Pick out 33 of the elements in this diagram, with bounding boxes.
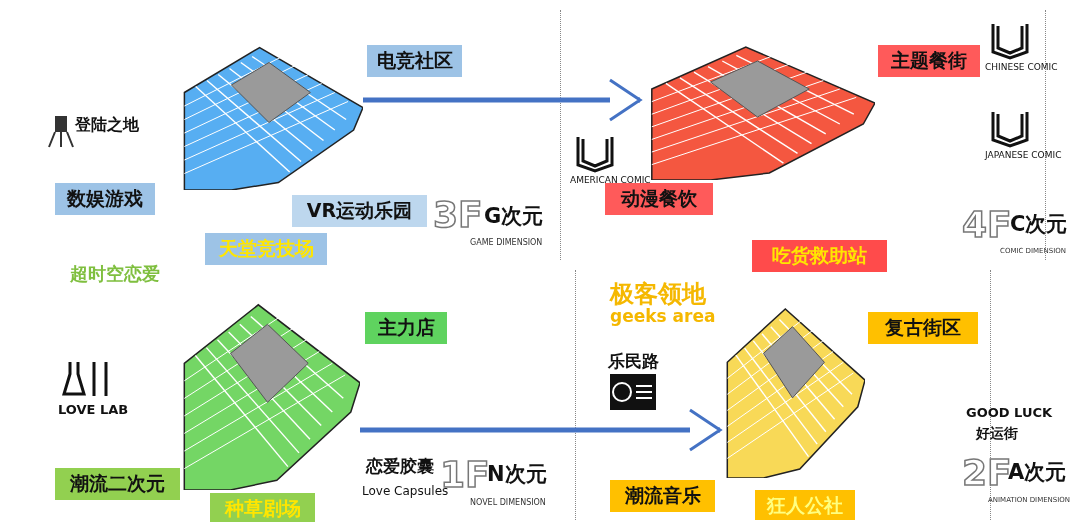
zone-name: LOVE LAB [58,402,129,417]
category-text: AMERICAN COMIC [570,175,651,185]
dimension-subtitle: GAME DIMENSION [470,238,543,247]
zone-label: VR运动乐园 [292,195,427,227]
zone-name: GOOD LUCK [966,405,1053,420]
zone-name: 恋爱胶囊 [366,455,434,478]
zone-label: 潮流音乐 [610,480,715,512]
zone-label: 种草剧场 [210,493,315,522]
zone-label: 数娱游戏 [55,183,155,215]
zone-label: 主力店 [365,312,447,344]
zone-name: 好运街 [976,425,1018,443]
dimension-title: G次元 [484,203,544,230]
arrow [363,78,642,122]
dimension-subtitle: NOVEL DIMENSION [470,498,546,507]
zone-label: 天堂竞技场 [205,233,327,265]
zone-label: 复古街区 [868,312,978,344]
zone-name: 超时空恋爱 [70,262,160,286]
zone-label: 狂人公社 [755,490,855,520]
floor-number: 4F [962,207,1012,243]
category-text: JAPANESE COMIC [985,150,1062,160]
zone-label: 吃货救助站 [752,240,887,272]
arrow [360,408,722,452]
dimension-title: N次元 [487,462,547,486]
dimension-title: A次元 [1008,460,1067,484]
zone-label: 潮流二次元 [55,468,180,500]
zone-name: 登陆之地 [75,115,139,136]
zone-name: 极客领地 [610,279,706,308]
dimension-title: C次元 [1010,211,1068,238]
zone-label: 动漫餐饮 [605,183,713,215]
zone-label: 主题餐街 [878,45,980,77]
floor-number: 3F [433,197,483,233]
zone-name: 乐民路 [608,350,659,373]
zone-label: 电竞社区 [367,45,462,77]
